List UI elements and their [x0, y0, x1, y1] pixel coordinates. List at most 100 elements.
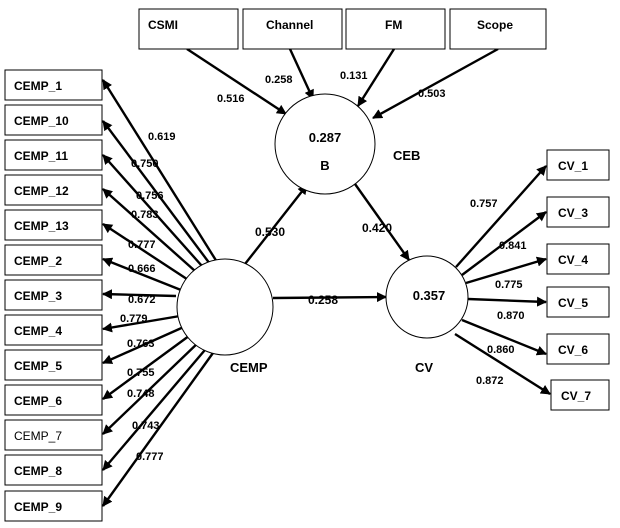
- indicator-label: CEMP_11: [14, 149, 68, 163]
- loading-label-cemp6: 0.755: [127, 367, 155, 379]
- latent-name: CV: [415, 360, 433, 375]
- indicator-label: CV_3: [558, 206, 588, 220]
- loading-label-cv5: 0.870: [497, 310, 525, 322]
- edges: [101, 47, 551, 507]
- latent-name: CEMP: [230, 360, 268, 375]
- loading-label-cemp5: 0.763: [127, 338, 155, 350]
- indicator-box-cemp6: CEMP_6: [4, 384, 103, 416]
- arrow-cemp-cemp8: [102, 343, 211, 471]
- loading-label-cemp2: 0.666: [128, 263, 156, 275]
- latent-cemp: CEMP: [176, 258, 274, 375]
- indicator-box-cemp2: CEMP_2: [4, 244, 103, 276]
- cv-indicators: CV_1 CV_3 CV_4 CV_5 CV_6 CV_7: [546, 149, 610, 411]
- arrow-cemp-cemp3: [102, 289, 177, 300]
- indicator-label: CV_4: [558, 253, 588, 267]
- weight-labels: 0.516 0.258 0.131 0.503: [217, 70, 446, 105]
- indicator-label: CEMP_7: [14, 429, 62, 443]
- path-label-cemp-cv: 0.258: [308, 293, 338, 307]
- formative-indicators: CSMI Channel FM Scope: [138, 8, 547, 50]
- arrow-fm-ceb: [356, 48, 396, 107]
- arrow-cv-cv4: [465, 256, 547, 285]
- indicator-box-csmi: CSMI: [138, 8, 239, 50]
- indicator-box-cemp4: CEMP_4: [4, 314, 103, 346]
- indicator-label: CV_7: [561, 389, 591, 403]
- loading-label-cemp13: 0.777: [128, 239, 156, 251]
- arrow-cv-cv5: [467, 296, 547, 307]
- arrow-cv-cv3: [461, 211, 547, 276]
- arrow-cemp-cemp12: [102, 188, 205, 280]
- arrow-cemp-cemp11: [102, 154, 211, 276]
- indicator-box-cemp1: CEMP_1: [4, 69, 103, 101]
- weight-label-csmi: 0.516: [217, 93, 245, 105]
- latent-cv: 0.357 CV: [385, 255, 469, 375]
- indicator-box-cemp13: CEMP_13: [4, 209, 103, 241]
- indicator-label: CEMP_2: [14, 254, 62, 268]
- indicator-label: CEMP_9: [14, 500, 62, 514]
- latent-r2-value: 0.287: [309, 130, 342, 145]
- arrow-scope-ceb: [372, 47, 499, 120]
- indicator-box-cv4: CV_4: [546, 243, 610, 275]
- arrow-cemp-cv: [272, 292, 387, 303]
- indicator-label: CEMP_4: [14, 324, 62, 338]
- cemp-indicators: CEMP_1 CEMP_10 CEMP_11 CEMP_12 CEMP_13 C…: [4, 69, 103, 522]
- indicator-label: CEMP_6: [14, 394, 62, 408]
- weight-label-channel: 0.258: [265, 74, 293, 86]
- indicator-box-cemp9: CEMP_9: [4, 490, 103, 522]
- indicator-box-cv1: CV_1: [546, 149, 610, 181]
- arrow-cemp-cemp5: [102, 324, 187, 365]
- latent-r2-value: 0.357: [413, 288, 446, 303]
- indicator-box-cemp7: CEMP_7: [4, 419, 103, 451]
- path-label-cemp-ceb: 0.530: [255, 225, 285, 239]
- indicator-box-cemp8: CEMP_8: [4, 454, 103, 486]
- arrow-cemp-cemp13: [102, 222, 197, 287]
- indicator-box-cemp5: CEMP_5: [4, 349, 103, 381]
- latent-ceb: 0.287 B CEB: [274, 93, 420, 195]
- indicator-label: CEMP_8: [14, 464, 62, 478]
- arrow-csmi-ceb: [186, 47, 287, 116]
- indicator-label: CSMI: [148, 18, 178, 32]
- arrow-cv-cv6: [461, 318, 547, 356]
- loading-label-cv7: 0.872: [476, 375, 504, 387]
- indicator-label: FM: [385, 18, 402, 32]
- loading-label-cemp9: 0.777: [136, 451, 164, 463]
- loading-label-cemp8: 0.743: [132, 420, 160, 432]
- indicator-box-scope: Scope: [449, 8, 547, 50]
- weight-label-fm: 0.131: [340, 70, 368, 82]
- arrow-cemp-cemp1: [101, 79, 224, 271]
- indicator-box-cemp11: CEMP_11: [4, 139, 103, 171]
- loading-label-cv6: 0.860: [487, 344, 515, 356]
- indicator-label: CEMP_5: [14, 359, 62, 373]
- arrow-cemp-cemp4: [102, 314, 181, 333]
- indicator-label: CV_5: [558, 296, 588, 310]
- indicator-label: CEMP_10: [14, 114, 69, 128]
- indicator-box-cv6: CV_6: [546, 333, 610, 365]
- arrow-cemp-cemp6: [102, 332, 194, 400]
- loading-label-cemp11: 0.756: [136, 190, 164, 202]
- indicator-box-cv3: CV_3: [546, 196, 610, 228]
- loading-label-cv4: 0.775: [495, 279, 523, 291]
- indicator-box-fm: FM: [345, 8, 446, 50]
- arrow-cemp-cemp7: [102, 339, 202, 435]
- arrow-cemp-cemp2: [102, 257, 187, 294]
- indicator-label: Scope: [477, 18, 513, 32]
- loading-label-cv3: 0.841: [499, 240, 527, 252]
- loading-label-cemp7: 0.748: [127, 388, 155, 400]
- indicator-label: Channel: [266, 18, 313, 32]
- arrow-cemp-ceb: [244, 184, 308, 265]
- indicator-box-cv7: CV_7: [550, 379, 610, 411]
- loading-label-cemp4: 0.779: [120, 313, 148, 325]
- weight-label-scope: 0.503: [418, 88, 446, 100]
- indicator-box-cemp3: CEMP_3: [4, 279, 103, 311]
- indicator-label: CEMP_3: [14, 289, 62, 303]
- indicator-label: CEMP_1: [14, 79, 62, 93]
- arrow-cemp-cemp10: [102, 120, 217, 273]
- loading-labels: 0.619 0.750 0.756 0.783 0.777 0.666 0.67…: [120, 131, 527, 463]
- indicator-box-cemp12: CEMP_12: [4, 174, 103, 206]
- loading-label-cemp3: 0.672: [128, 294, 156, 306]
- loading-label-cemp10: 0.750: [131, 158, 159, 170]
- indicator-label: CEMP_13: [14, 219, 69, 233]
- indicator-label: CEMP_12: [14, 184, 69, 198]
- indicator-box-cemp10: CEMP_10: [4, 104, 103, 136]
- indicator-box-channel: Channel: [242, 8, 343, 50]
- loading-label-cv1: 0.757: [470, 198, 498, 210]
